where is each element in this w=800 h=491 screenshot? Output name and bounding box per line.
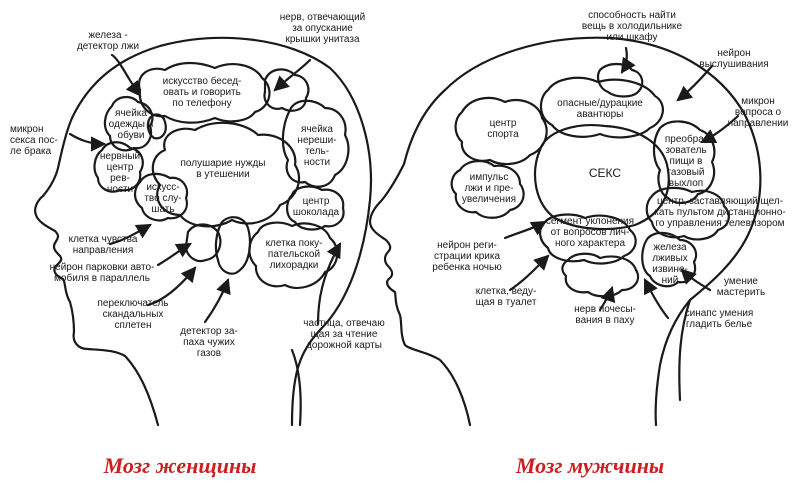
label-parallel-park: нейрон парковки авто- мобиля в параллель: [49, 262, 155, 284]
label-fridge: способность найти вещь в холодильнике ил…: [581, 10, 683, 43]
female-lobe-talk: [137, 61, 271, 124]
male-lobe-remote: [645, 186, 730, 241]
male-head-outline: [368, 36, 762, 427]
label-gossip: переключатель скандальных сплетен: [97, 298, 169, 331]
female-lobe-indecision: [281, 99, 350, 188]
label-remote: центр, заставляющий щел- кать пультом ди…: [654, 196, 786, 229]
label-baby-cry: нейрон реги- страции крика ребенка ночью: [432, 240, 502, 273]
female-lobe-jealousy: [93, 141, 144, 193]
label-clothes-cell: ячейка одежды и обуви: [108, 108, 154, 141]
female-lobe-listen: [133, 172, 189, 222]
label-jealousy: нервный центр рев- ности: [99, 151, 141, 195]
female-lobe-top-right: [263, 68, 310, 112]
caption-female: Мозг женщины: [103, 453, 257, 478]
label-shopping: клетка поку- пательской лихорадки: [265, 238, 323, 271]
male-lobe-gas: [652, 120, 716, 204]
label-lie-impulse: импульс лжи и пре- увеличения: [461, 172, 517, 205]
female-head-outline: [34, 36, 373, 427]
female-lobe-side: [146, 113, 167, 140]
female-neck-line: [290, 348, 302, 427]
female-lobe-shopping: [248, 221, 339, 289]
label-personal-q: сегмент уклонения от вопросов лич- ного …: [545, 216, 635, 249]
label-skill-craft: умение мастерить: [716, 276, 766, 298]
male-lobe-sport: [454, 96, 548, 166]
label-chocolate: центр шоколада: [292, 196, 340, 218]
label-direction-cell: клетка чувства направления: [68, 234, 138, 256]
label-iron-synapse: синапс умения гладить белье: [684, 308, 754, 330]
male-lobe-lie: [450, 160, 525, 219]
female-lobe-comfort: [151, 121, 301, 228]
female-lobe-clothes: [103, 96, 154, 152]
label-indecision: ячейка нереши- тель- ности: [297, 124, 337, 168]
label-direction-micron: микрон вопроса о направлении: [727, 96, 789, 129]
male-neck-line: [678, 298, 692, 402]
label-sport: центр спорта: [487, 118, 519, 140]
male-lobe-sex: [533, 124, 670, 231]
label-lie-gland: железа - детектор лжи: [76, 30, 140, 52]
female-lobe-chocolate: [286, 185, 345, 231]
label-map-particle: частица, отвечаю щая за чтение дорожной …: [303, 318, 385, 351]
label-lying-gland: железа лживых извине- ний: [652, 242, 688, 286]
male-lobe-scratch: [561, 252, 640, 298]
male-lobe-personal: [539, 213, 637, 265]
label-comfort: полушарие нужды в утешении: [180, 158, 266, 180]
caption-male: Мозг мужчины: [515, 453, 665, 478]
label-toilet-cell: клетка, веду- щая в туалет: [475, 286, 537, 308]
female-lobe-lower-b: [214, 216, 251, 275]
label-smell-detector: детектор за- паха чужих газов: [180, 326, 238, 359]
label-listen-art: искусс- тво слу- шать: [144, 182, 182, 215]
label-toilet-nerve: нерв, отвечающий за опускание крышки уни…: [279, 12, 366, 45]
label-talk-phone: искусство бесед- овать и говорить по тел…: [162, 76, 242, 109]
label-sex-micron: микрон секса пос- ле брака: [10, 124, 58, 157]
label-listen-neuron: нейрон выслушивания: [699, 48, 769, 70]
label-gas-convert: преобра- зователь пищи в газовый выхлоп: [664, 134, 708, 189]
label-sex: СЕКС: [588, 166, 622, 180]
label-adventures: опасные/дурацкие авантюры: [557, 98, 643, 120]
label-scratch-nerve: нерв почесы- вания в паху: [574, 304, 636, 326]
